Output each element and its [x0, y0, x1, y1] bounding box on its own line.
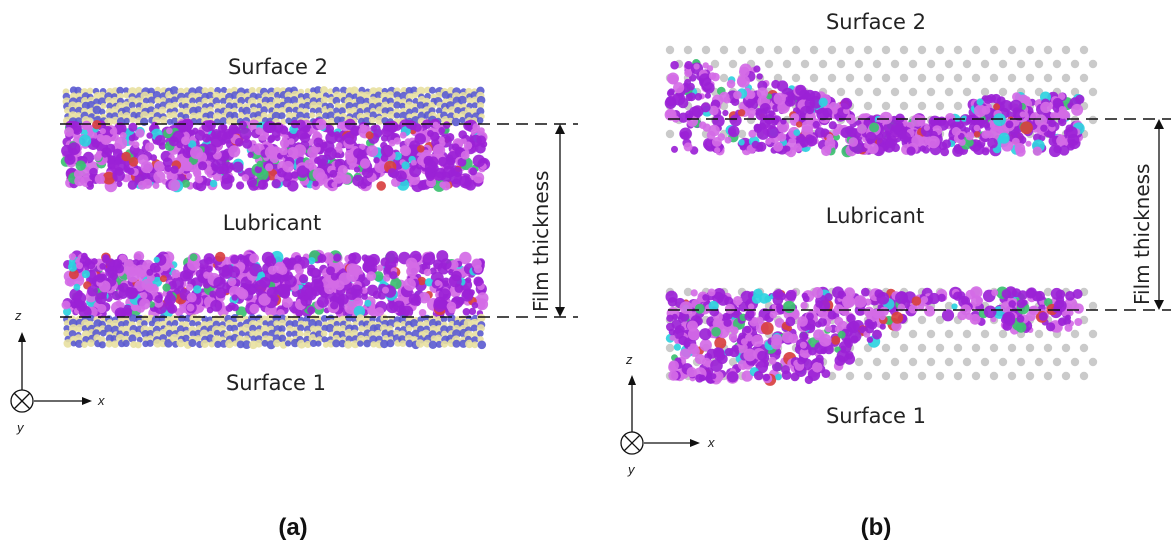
panel-caption: (b) [860, 514, 892, 541]
lubricant-layer-bottom [61, 249, 489, 320]
panel-b: Surface 2 Lubricant Surface 1 Film thick… [590, 0, 1171, 544]
film-thickness-arrow [555, 124, 565, 317]
surface-2-label: Surface 2 [227, 55, 329, 79]
lubricant-layer-top [664, 59, 1085, 158]
film-thickness-arrow [1154, 119, 1164, 310]
surface-2-atoms [62, 86, 486, 127]
lubricant-layer-bottom [665, 286, 1084, 386]
axis-indicator [10, 332, 92, 413]
surface-1-label: Surface 1 [825, 404, 927, 428]
panel-a: Surface 2 Lubricant Surface 1 Film thick… [10, 55, 578, 541]
z-axis-label: z [15, 308, 22, 323]
panel-a-figure [10, 86, 578, 413]
x-axis-label: x [98, 393, 105, 408]
z-axis-label: z [626, 352, 633, 367]
axis-indicator [620, 375, 700, 455]
surface-1-atoms [63, 313, 487, 350]
lubricant-label: Lubricant [222, 211, 322, 235]
surface-1-label: Surface 1 [225, 371, 327, 395]
panel-caption: (a) [278, 514, 308, 541]
film-thickness-label: Film thickness [1130, 163, 1154, 305]
lubricant-label: Lubricant [825, 204, 925, 228]
panel-b-figure [620, 45, 1171, 455]
x-axis-label: x [708, 435, 715, 450]
y-axis-label: y [628, 462, 635, 477]
film-thickness-label: Film thickness [529, 170, 553, 312]
y-axis-label: y [17, 420, 24, 435]
lubricant-layer-top [60, 118, 491, 193]
surface-2-label: Surface 2 [825, 10, 927, 34]
